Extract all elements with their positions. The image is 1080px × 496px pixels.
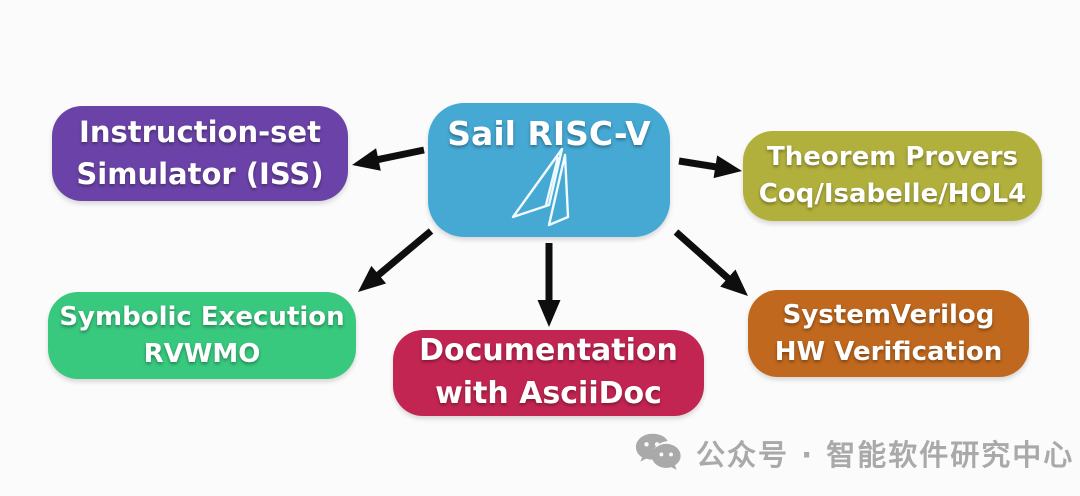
sail-logo-icon	[511, 147, 570, 227]
node-label-line: Documentation	[419, 333, 678, 369]
node-label-line: Theorem Provers	[767, 142, 1018, 173]
node-label-line: Simulator (ISS)	[76, 156, 324, 191]
node-sail-riscv: Sail RISC-V	[428, 103, 670, 237]
node-label-line: with AsciiDoc	[435, 376, 662, 411]
arrow-iss	[352, 146, 425, 171]
node-systemverilog-hw-verification: SystemVerilog HW Verification	[748, 290, 1029, 377]
node-label-line: HW Verification	[774, 336, 1003, 367]
node-label-line: Symbolic Execution	[59, 301, 345, 332]
node-label-line: Coq/Isabelle/HOL4	[758, 179, 1027, 209]
node-label-line: RVWMO	[143, 338, 261, 369]
arrow-systemverilog-hw	[673, 229, 748, 296]
watermark-text: 公众号 · 智能软件研究中心	[696, 438, 1075, 472]
arrow-symbolic-execution	[358, 228, 434, 292]
wechat-icon	[635, 433, 681, 470]
center-node-label: Sail RISC-V	[447, 114, 651, 153]
node-label-line: SystemVerilog	[782, 299, 995, 330]
node-documentation-asciidoc: Documentation with AsciiDoc	[393, 330, 704, 416]
node-instruction-set-simulator: Instruction-set Simulator (ISS)	[52, 106, 348, 201]
arrow-documentation	[537, 243, 561, 327]
node-symbolic-execution: Symbolic Execution RVWMO	[48, 292, 356, 379]
node-label-line: Instruction-set	[79, 115, 321, 150]
watermark: 公众号 · 智能软件研究中心	[634, 430, 1074, 476]
arrow-theorem-provers	[678, 155, 742, 179]
node-theorem-provers: Theorem Provers Coq/Isabelle/HOL4	[743, 131, 1042, 221]
